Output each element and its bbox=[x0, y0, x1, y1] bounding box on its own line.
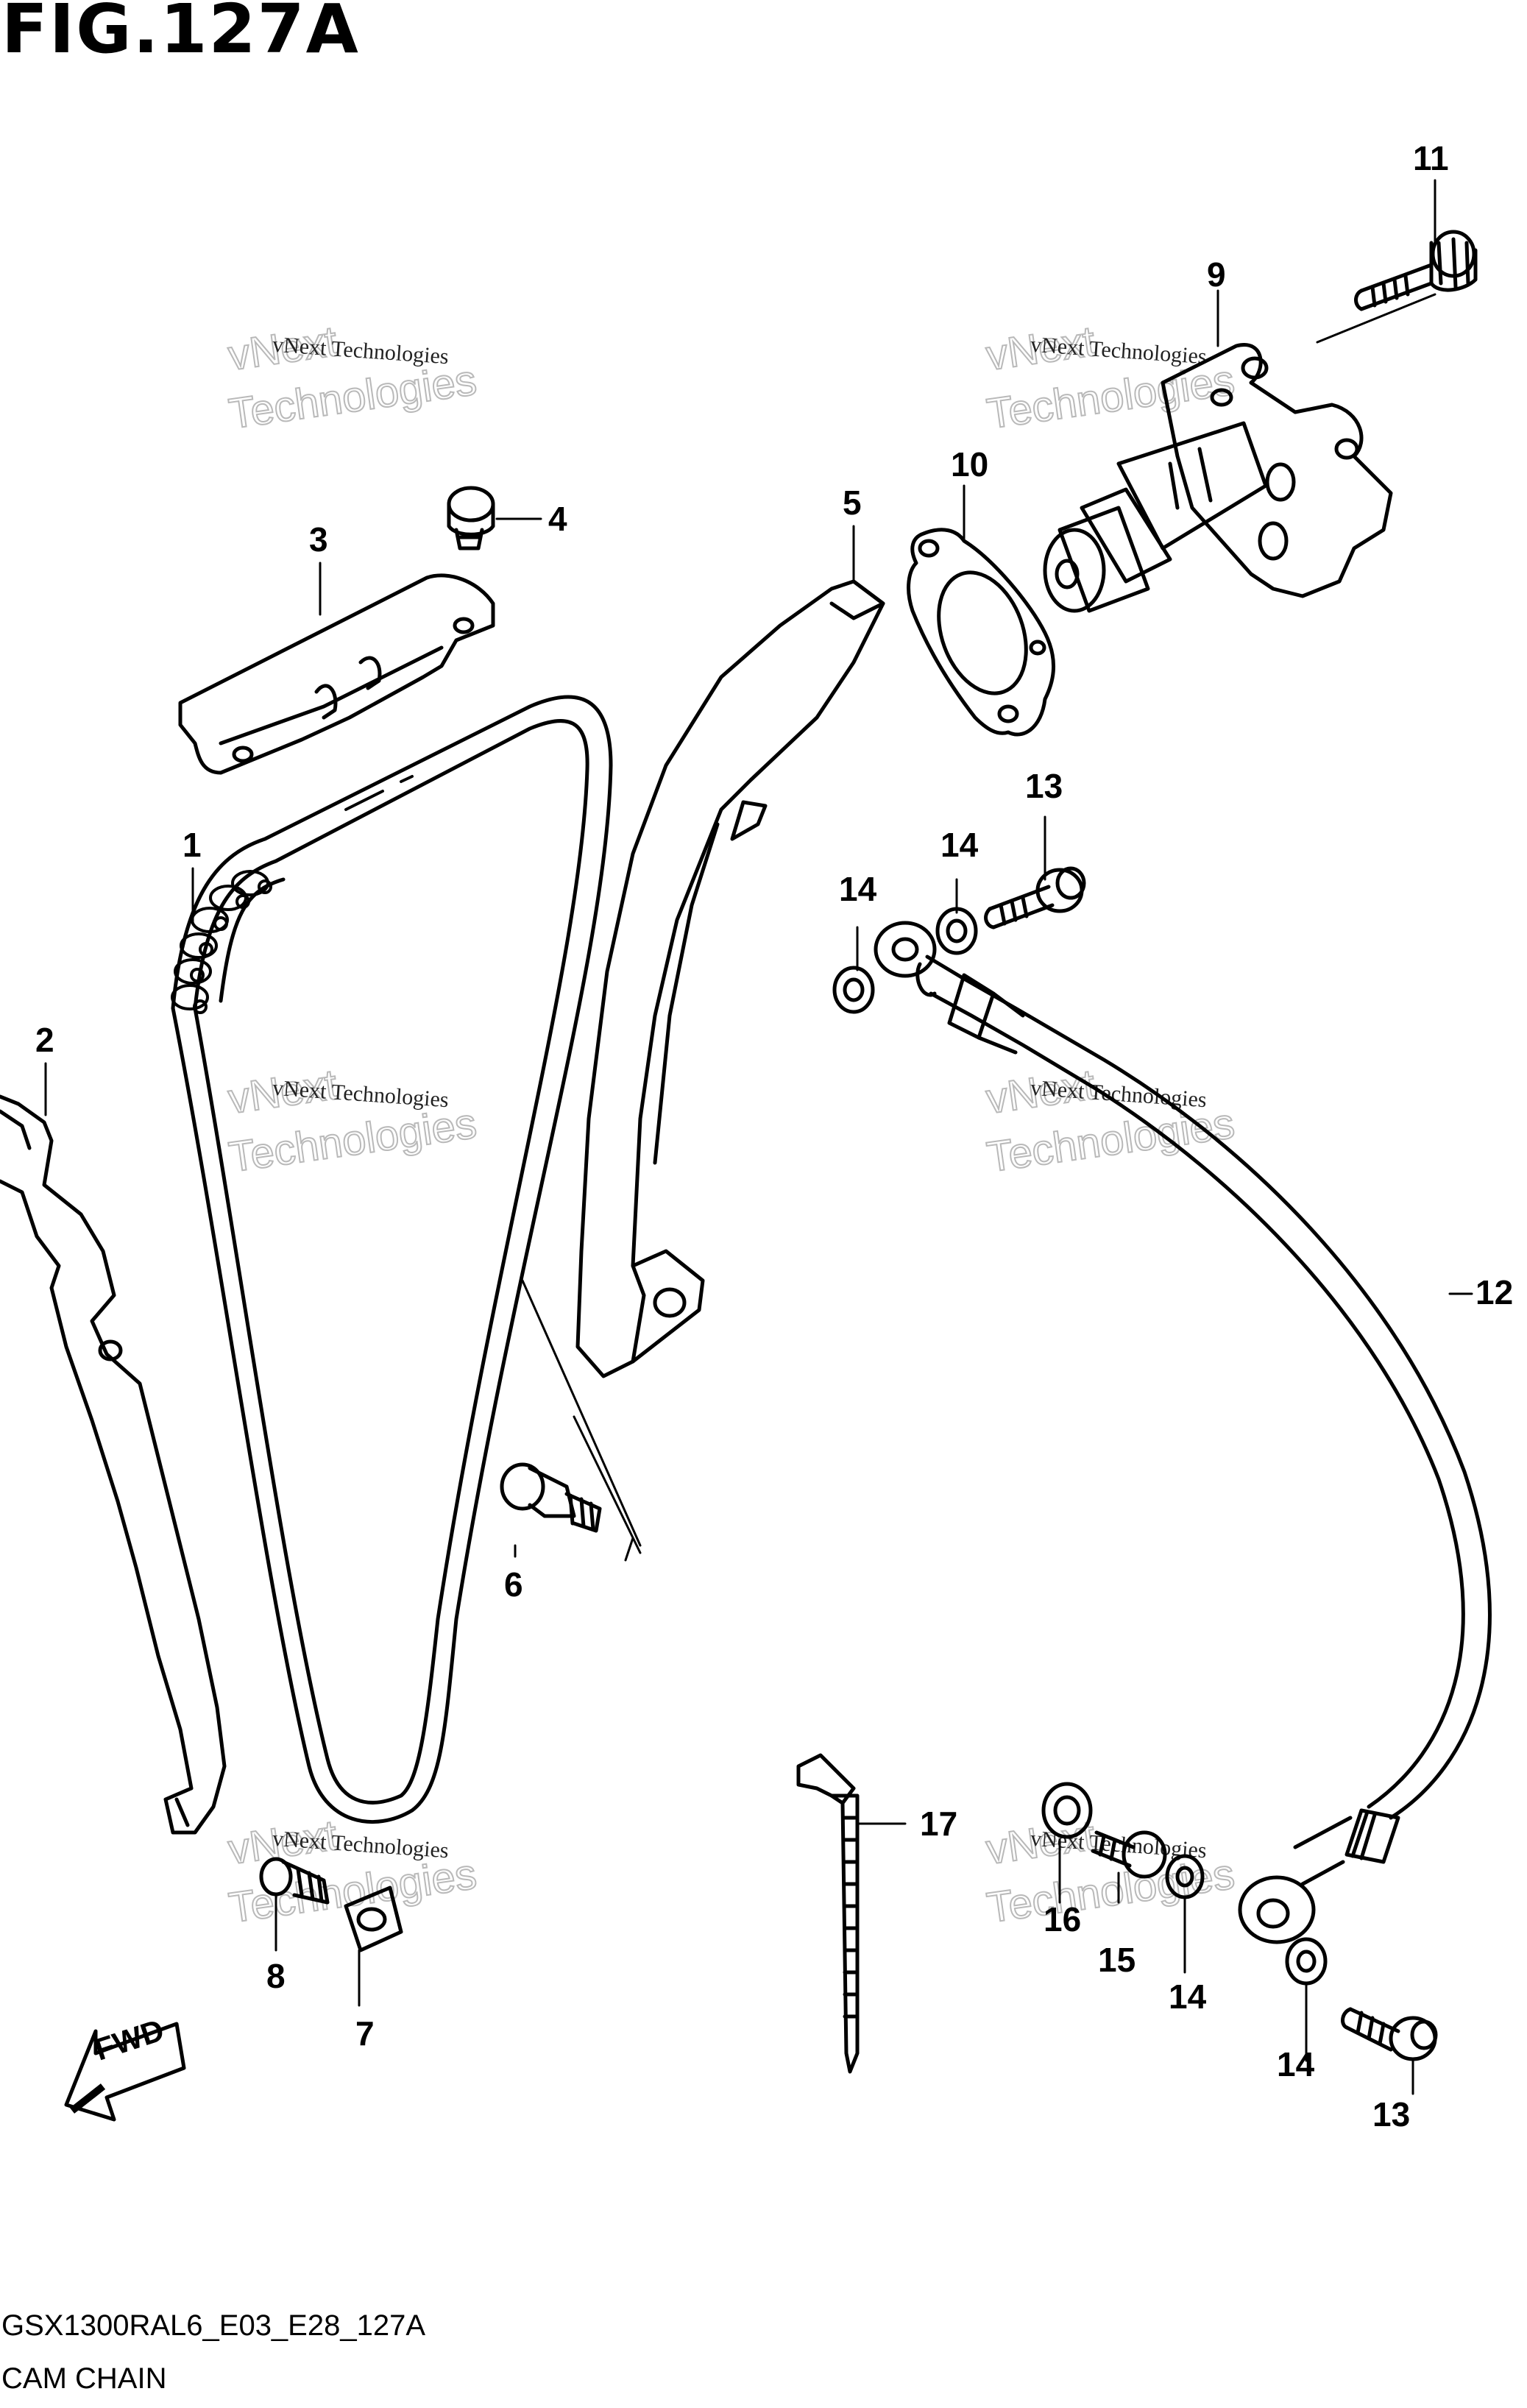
part-14-washer-d bbox=[1285, 1937, 1328, 1986]
figure-title: FIG.127A bbox=[1, 0, 360, 68]
part-7-plate bbox=[344, 1885, 403, 1952]
callout-17: 17 bbox=[920, 1805, 958, 1843]
callout-5: 5 bbox=[843, 484, 862, 522]
callout-16: 16 bbox=[1044, 1900, 1082, 1938]
part-4-bolt bbox=[447, 486, 495, 550]
callout-6: 6 bbox=[504, 1565, 523, 1604]
part-11-bolt bbox=[1354, 230, 1478, 311]
callout-10: 10 bbox=[951, 445, 989, 484]
callout-3: 3 bbox=[309, 520, 328, 559]
part-14-washer-b bbox=[935, 907, 978, 955]
callout-13-top: 13 bbox=[1025, 767, 1063, 805]
part-13-banjo-bolt-bottom bbox=[1341, 2007, 1438, 2061]
callout-14-c: 14 bbox=[1169, 1977, 1207, 2016]
part-5-tensioner-arm bbox=[575, 579, 885, 1378]
part-13-banjo-bolt-top bbox=[984, 866, 1086, 929]
part-12-oil-hose bbox=[915, 955, 1492, 1886]
part-17-cable-tie bbox=[796, 1753, 860, 2074]
callout-4: 4 bbox=[548, 500, 567, 538]
part-1-cam-chain bbox=[171, 695, 613, 1824]
part-6-pivot-bolt bbox=[500, 1279, 642, 1562]
leader-lines bbox=[44, 179, 1473, 2095]
callout-15: 15 bbox=[1098, 1941, 1136, 1979]
callout-14-b: 14 bbox=[839, 870, 877, 908]
part-3-upper-guide bbox=[178, 573, 495, 775]
part-14-washer-a bbox=[832, 966, 875, 1014]
part-16-washer bbox=[1041, 1782, 1093, 1839]
figure-name: CAM CHAIN bbox=[1, 2362, 167, 2395]
part-2-chain-guide bbox=[0, 1094, 227, 1835]
part-15-bolt bbox=[1091, 1830, 1167, 1879]
callout-11: 11 bbox=[1413, 139, 1449, 177]
hose-banjo-bottom bbox=[1238, 1875, 1316, 1944]
callout-8: 8 bbox=[266, 1957, 286, 1995]
callout-12: 12 bbox=[1475, 1273, 1514, 1311]
callout-7: 7 bbox=[355, 2014, 375, 2053]
figure-code: GSX1300RAL6_E03_E28_127A bbox=[1, 2309, 426, 2342]
callout-1: 1 bbox=[183, 826, 202, 864]
callout-2: 2 bbox=[35, 1021, 54, 1059]
callout-14-a: 14 bbox=[940, 826, 979, 864]
part-9-tensioner bbox=[1043, 343, 1393, 613]
callout-14-d: 14 bbox=[1277, 2045, 1315, 2083]
part-10-gasket bbox=[907, 528, 1056, 737]
callout-13-bottom: 13 bbox=[1372, 2095, 1411, 2133]
fwd-arrow-icon bbox=[64, 2022, 186, 2122]
part-8-screw bbox=[259, 1857, 330, 1905]
hose-banjo-top bbox=[874, 921, 937, 978]
part-14-washer-c bbox=[1165, 1854, 1205, 1899]
callout-9: 9 bbox=[1207, 255, 1226, 294]
